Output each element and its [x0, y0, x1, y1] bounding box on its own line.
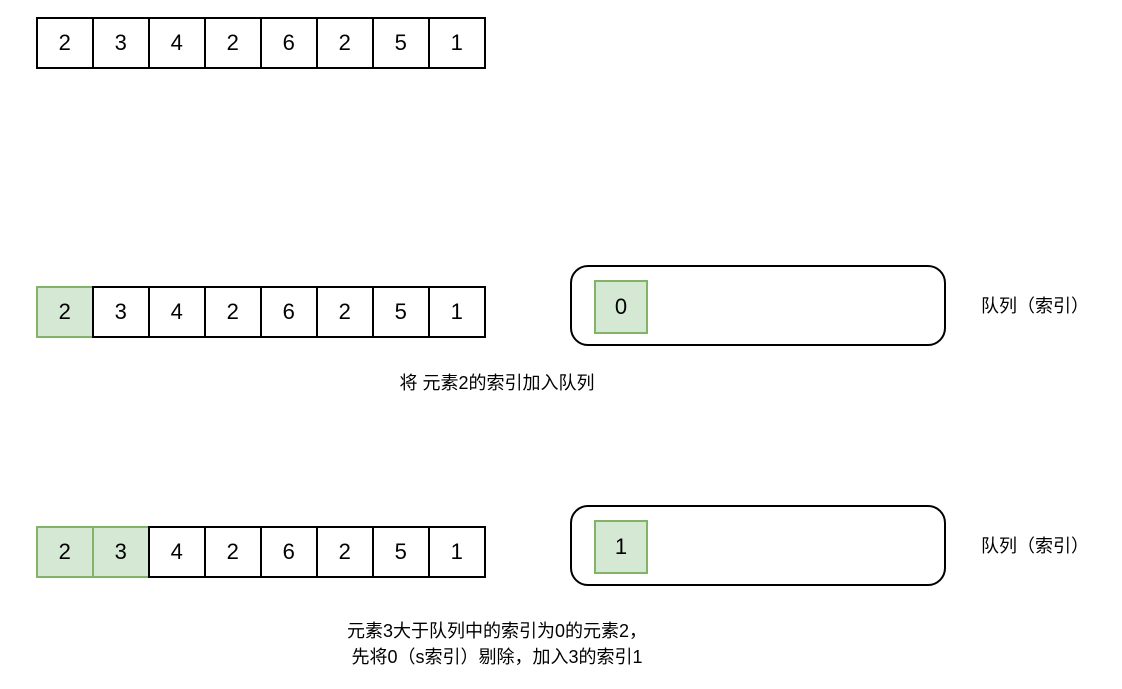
array-cell: 3	[92, 526, 148, 578]
caption-step-1-line-1: 将 元素2的索引加入队列	[399, 373, 595, 393]
array-cell: 6	[260, 526, 316, 578]
array-cell: 4	[148, 526, 204, 578]
queue-label-step-2: 队列（索引）	[981, 536, 1089, 556]
array-cell: 3	[92, 17, 148, 69]
array-cell: 2	[316, 286, 372, 338]
array-cell: 2	[204, 286, 260, 338]
queue-item-step-1: 0	[594, 280, 648, 334]
array-cell: 5	[372, 526, 428, 578]
array-cell: 5	[372, 17, 428, 69]
array-cell: 6	[260, 17, 316, 69]
array-cell: 1	[428, 526, 486, 578]
array-cell: 2	[36, 526, 92, 578]
queue-label-step-1: 队列（索引）	[981, 296, 1089, 316]
caption-step-2-line-1: 元素3大于队列中的索引为0的元素2，	[346, 621, 648, 641]
array-cell: 2	[204, 526, 260, 578]
array-cell: 2	[204, 17, 260, 69]
array-cell: 4	[148, 17, 204, 69]
array-cell: 2	[316, 526, 372, 578]
array-cell: 3	[92, 286, 148, 338]
queue-box-step-1: 0	[570, 265, 946, 346]
queue-box-step-2: 1	[570, 505, 946, 586]
array-cell: 4	[148, 286, 204, 338]
array-cell: 1	[428, 286, 486, 338]
array-cell: 2	[36, 17, 92, 69]
array-cell: 2	[36, 286, 92, 338]
caption-step-2-line-2: 先将0（s索引）剔除，加入3的索引1	[351, 647, 643, 667]
array-cell: 6	[260, 286, 316, 338]
queue-item-step-2: 1	[594, 520, 648, 574]
array-cell: 1	[428, 17, 486, 69]
array-cell: 2	[316, 17, 372, 69]
array-cell: 5	[372, 286, 428, 338]
